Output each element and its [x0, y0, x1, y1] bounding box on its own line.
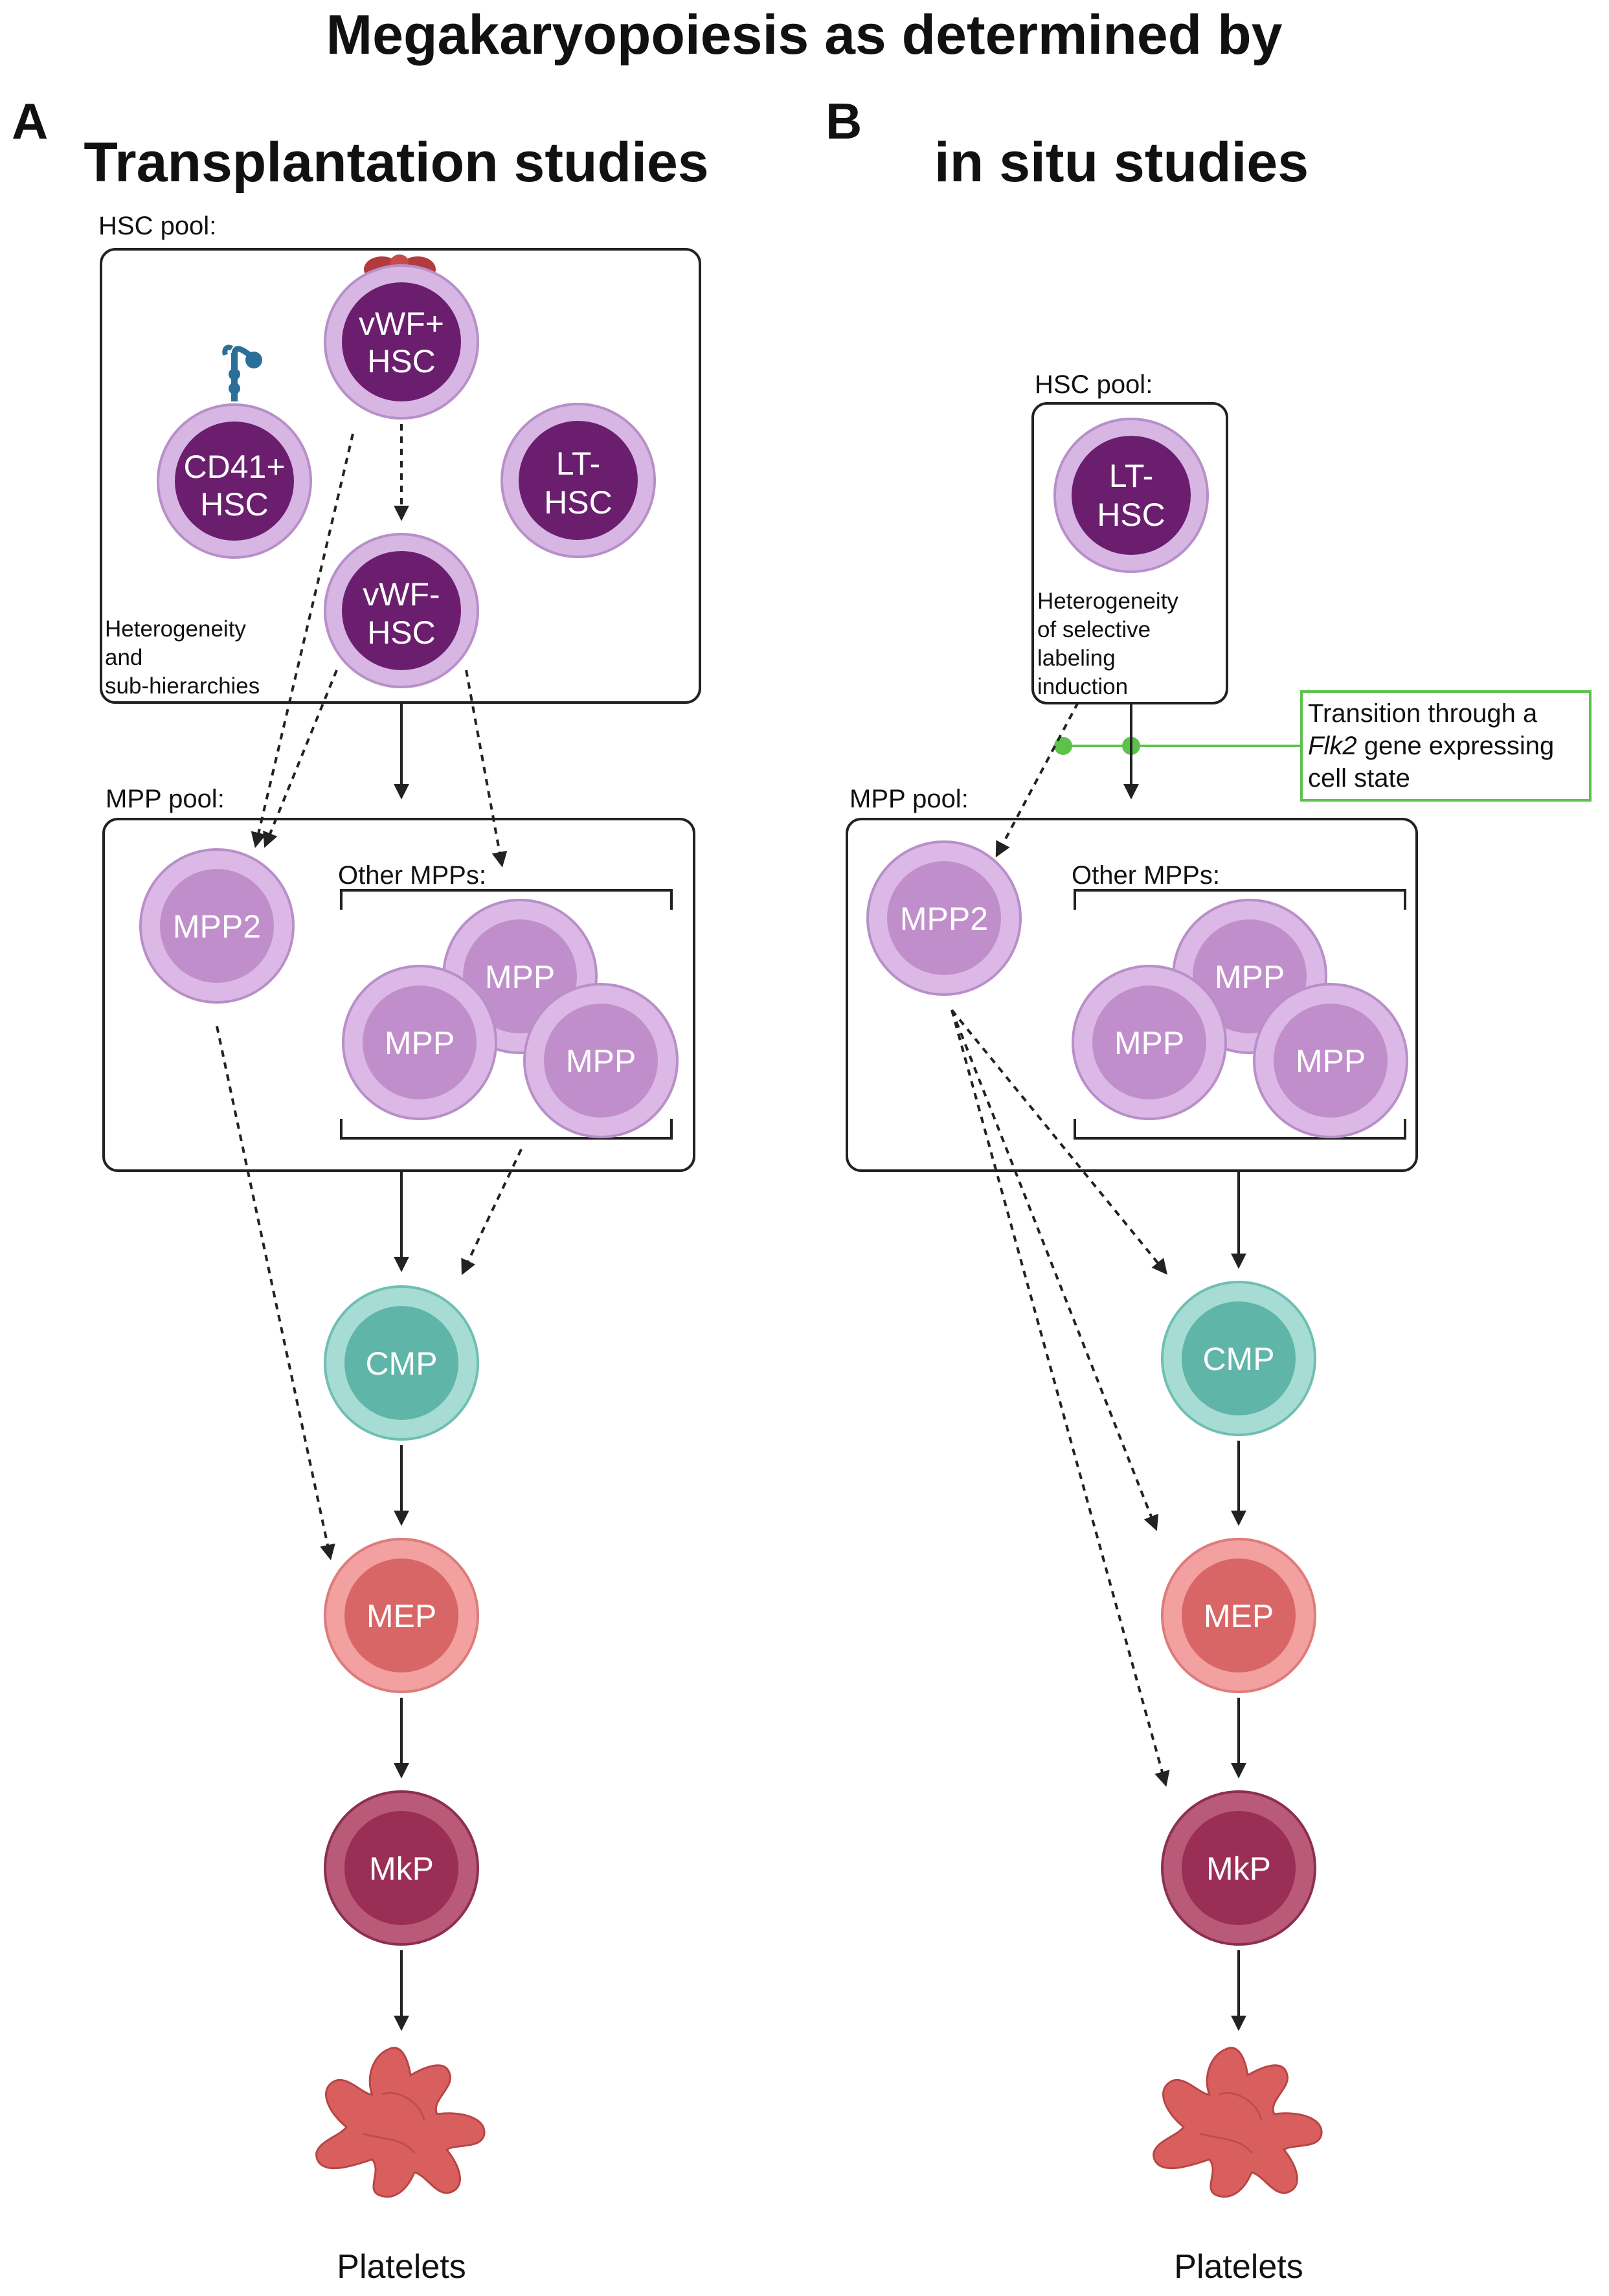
cell-mpp2-b: MPP2 — [866, 840, 1022, 996]
panel-a-heading: Transplantation studies — [84, 131, 708, 194]
svg-text:vWF+: vWF+ — [359, 306, 444, 342]
svg-text:MEP: MEP — [1204, 1598, 1274, 1634]
svg-text:MPP: MPP — [1215, 959, 1285, 995]
svg-text:MEP: MEP — [366, 1598, 436, 1634]
cell-vwf-neg-hsc: vWF- HSC — [324, 533, 479, 688]
svg-text:MPP: MPP — [385, 1025, 455, 1061]
panel-b-other-mpps-bracket-top — [1074, 889, 1406, 910]
svg-text:MkP: MkP — [369, 1851, 434, 1887]
arrow-a-mpp2-to-mep — [216, 1026, 335, 1560]
svg-text:HSC: HSC — [367, 343, 436, 379]
cell-mpp-a-left: MPP — [342, 965, 497, 1120]
flk2-marker-dot-left — [1054, 737, 1072, 755]
svg-text:CMP: CMP — [1202, 1341, 1274, 1377]
arrow-b-mpp2-to-mkp — [951, 1009, 1170, 1787]
flk2-transition-note: Transition through a Flk2 gene expressin… — [1308, 699, 1561, 793]
panel-b-hsc-pool-label: HSC pool: — [1035, 370, 1153, 399]
cell-mkp-a: MkP — [324, 1790, 479, 1946]
cell-mpp-b-left: MPP — [1072, 965, 1227, 1120]
cell-mkp-b: MkP — [1161, 1790, 1316, 1946]
arrow-a-vwfneg-to-other-mpps — [465, 670, 508, 868]
panel-a-other-mpps-label: Other MPPs: — [338, 861, 486, 890]
cd41-receptor-icon — [222, 344, 262, 401]
cell-mpp-b-right: MPP — [1253, 983, 1408, 1138]
panel-b-platelets-label: Platelets — [1174, 2248, 1303, 2286]
svg-text:MPP: MPP — [485, 959, 555, 995]
panel-a-mpp-pool-label: MPP pool: — [106, 785, 225, 813]
svg-text:HSC: HSC — [200, 486, 269, 523]
cell-mpp-a-right: MPP — [523, 983, 679, 1138]
arrow-b-hsc-to-mpp2 — [995, 702, 1079, 858]
panel-a-hsc-pool-label: HSC pool: — [98, 212, 216, 240]
panel-a-other-mpps-bracket-top — [340, 889, 673, 910]
svg-text:LT-: LT- — [556, 445, 601, 482]
panel-b-heterogeneity-note: Heterogeneity of selective labeling indu… — [1037, 589, 1185, 699]
svg-text:CMP: CMP — [365, 1345, 437, 1382]
panel-b-mpp-pool-label: MPP pool: — [850, 785, 969, 813]
panel-b-mpp-pool-box — [846, 818, 1418, 1172]
panel-a-other-mpps-bracket-bottom — [340, 1119, 673, 1140]
panel-a-platelets-label: Platelets — [337, 2248, 466, 2286]
svg-text:MPP2: MPP2 — [173, 908, 261, 945]
svg-text:MPP: MPP — [1296, 1043, 1366, 1079]
cell-cmp-a: CMP — [324, 1285, 479, 1441]
svg-text:HSC: HSC — [1097, 497, 1165, 533]
svg-text:MkP: MkP — [1206, 1851, 1271, 1887]
svg-text:MPP: MPP — [1114, 1025, 1184, 1061]
cell-mep-a: MEP — [324, 1538, 479, 1693]
cell-mep-b: MEP — [1161, 1538, 1316, 1693]
figure-title: Megakaryopoiesis as determined by — [326, 4, 1283, 66]
cell-vwf-pos-hsc: vWF+ HSC — [324, 264, 479, 420]
svg-text:MPP2: MPP2 — [900, 901, 988, 937]
panel-a-heterogeneity-note: Heterogeneity and sub-hierarchies — [105, 616, 260, 699]
svg-text:HSC: HSC — [367, 614, 436, 651]
svg-text:MPP: MPP — [566, 1043, 636, 1079]
arrow-a-vwfpos-to-mpp2 — [251, 433, 354, 848]
panel-b-heading: in situ studies — [934, 131, 1309, 194]
panel-a-letter: A — [12, 93, 48, 150]
panel-b-letter: B — [826, 93, 862, 150]
cell-cmp-b: CMP — [1161, 1281, 1316, 1436]
panel-b-other-mpps-label: Other MPPs: — [1072, 861, 1220, 890]
arrow-a-other-mpps-to-cmp — [461, 1149, 523, 1276]
cell-lt-hsc-a: LT- HSC — [501, 403, 656, 558]
cell-cd41-hsc: CD41+ HSC — [157, 403, 312, 559]
svg-text:LT-: LT- — [1109, 458, 1154, 494]
panel-a-mpp-pool-box — [102, 818, 695, 1172]
cell-lt-hsc-b: LT- HSC — [1053, 418, 1209, 573]
platelet-icon-b — [1153, 2047, 1323, 2198]
svg-text:CD41+: CD41+ — [183, 449, 285, 485]
panel-b-other-mpps-bracket-bottom — [1074, 1119, 1406, 1140]
svg-text:vWF-: vWF- — [363, 576, 440, 613]
svg-text:HSC: HSC — [544, 484, 613, 521]
platelet-icon-a — [315, 2047, 486, 2198]
cell-mpp2-a: MPP2 — [139, 848, 295, 1004]
